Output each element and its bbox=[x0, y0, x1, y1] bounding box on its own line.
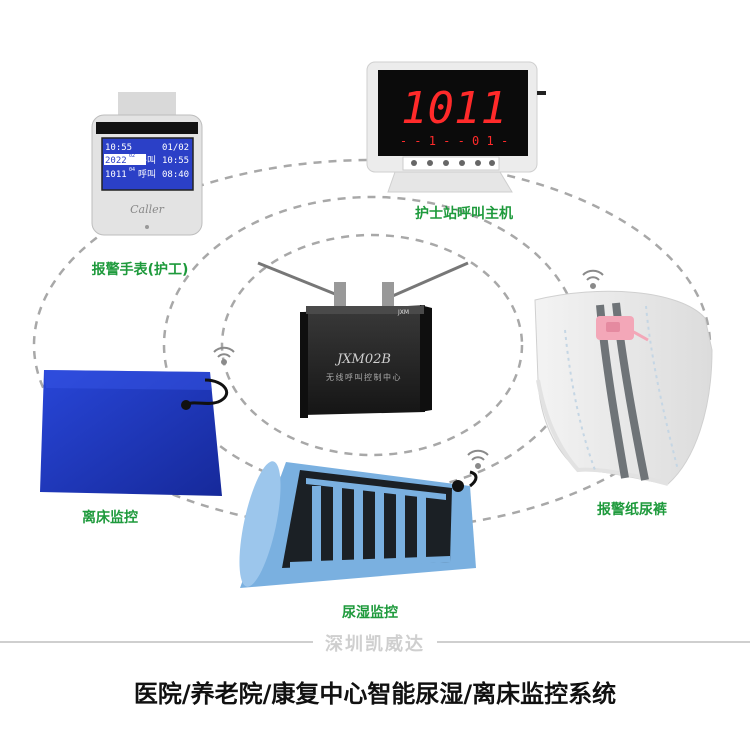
watch-row2-sup: 02 bbox=[129, 153, 135, 159]
unit-brand-text: JXM bbox=[397, 309, 409, 316]
nurse-station-host: 1011 - - 1 - - 0 1 - bbox=[366, 61, 546, 193]
watch-brand-text: Caller bbox=[130, 203, 165, 216]
bed-exit-pad bbox=[40, 370, 229, 496]
host-led-display: 1011 bbox=[401, 83, 507, 134]
alarm-diaper bbox=[534, 290, 713, 486]
watch-row3-middle: 呼叫 bbox=[138, 169, 156, 180]
watch-row2-right: 10:55 bbox=[162, 156, 189, 166]
page-headline: 医院/养老院/康复中心智能尿湿/离床监控系统 bbox=[133, 680, 617, 708]
bed-pad-wifi-icon bbox=[213, 346, 235, 365]
diaper-label: 报警纸尿裤 bbox=[597, 502, 667, 518]
control-unit: JXM JXM02B 无线呼叫控制中心 bbox=[257, 261, 469, 418]
watch-row2-left: 2022 bbox=[105, 156, 127, 166]
unit-subtitle-text: 无线呼叫控制中心 bbox=[326, 372, 402, 382]
watch-row1-right: 01/02 bbox=[162, 143, 189, 153]
watch-row3-left: 1011 bbox=[105, 170, 127, 180]
unit-model-text: JXM02B bbox=[334, 352, 391, 367]
brand-name: 深圳凯威达 bbox=[313, 630, 437, 656]
host-sub-display: - - 1 - - 0 1 - bbox=[400, 134, 508, 148]
wet-mat-wifi-icon bbox=[467, 449, 489, 469]
wet-sensor-mat bbox=[239, 461, 478, 588]
pager-watch: 10:55 01/02 2022 02 呼叫 10:55 1011 04 呼叫 … bbox=[91, 92, 203, 236]
inner-ring bbox=[220, 233, 524, 457]
diaper-wifi-icon bbox=[582, 269, 604, 289]
wet-mat-label: 尿湿监控 bbox=[342, 605, 398, 621]
bed-pad-label: 离床监控 bbox=[82, 510, 138, 526]
watch-row1-left: 10:55 bbox=[105, 143, 132, 153]
watch-row3-right: 08:40 bbox=[162, 170, 189, 180]
watch-label: 报警手表(护工) bbox=[91, 262, 189, 278]
host-label: 护士站呼叫主机 bbox=[415, 206, 513, 222]
watch-row2-middle: 呼叫 bbox=[138, 155, 156, 166]
watch-row3-sup: 04 bbox=[129, 167, 135, 173]
